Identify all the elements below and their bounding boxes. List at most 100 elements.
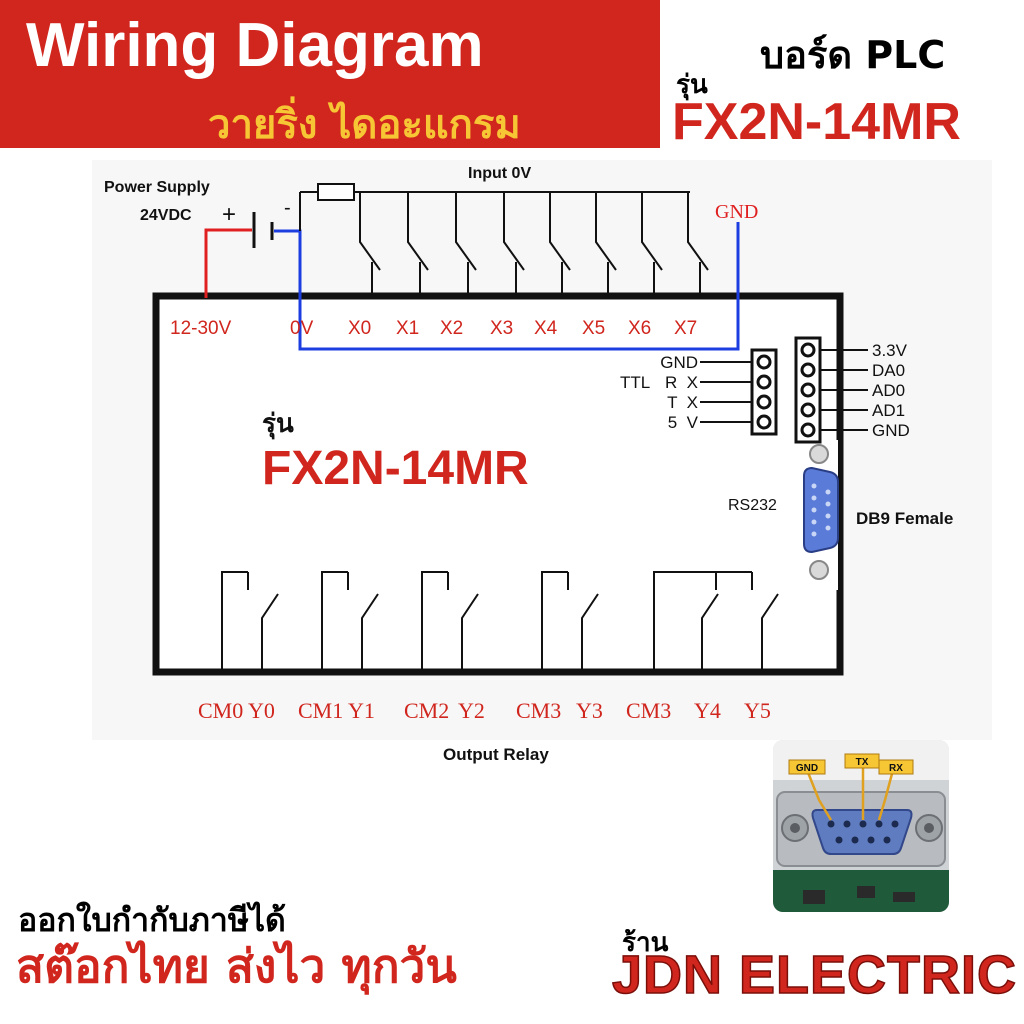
tax-invoice-note: ออกใบกำกับภาษีได้: [18, 901, 286, 939]
db9-screw-top: [809, 444, 829, 464]
output-terminal-label: Y4: [694, 698, 721, 723]
input-switch-x2: [455, 192, 477, 298]
output-relays: [221, 571, 779, 672]
rs232-label: RS232: [728, 497, 777, 514]
board-model: FX2N-14MR: [262, 442, 529, 495]
output-terminal-label: Y5: [744, 698, 771, 723]
adc-pin-label: 3.3V: [872, 341, 908, 360]
battery-minus-sign: -: [284, 197, 291, 219]
adc-pin: [800, 402, 816, 418]
terminal-label: X3: [490, 318, 513, 339]
db9-pin: [811, 531, 817, 537]
battery-plus-sign: +: [222, 201, 236, 228]
db9-pin: [811, 519, 817, 525]
adc-pin-label: AD0: [872, 381, 905, 400]
db9-screw-bottom: [809, 560, 829, 580]
adc-pin-label: DA0: [872, 361, 905, 380]
terminal-label: 12-30V: [170, 318, 232, 339]
input-resistor: [317, 183, 355, 201]
header-banner: Wiring Diagram วายริ่ง ไดอะแกรม: [0, 0, 660, 148]
db9-pin: [811, 495, 817, 501]
ttl-header: [750, 348, 778, 436]
shop-logo: JDN ELECTRIC: [611, 944, 1018, 1006]
ttl-leads: [700, 361, 752, 423]
negative-wire: [274, 222, 740, 351]
terminal-label: X1: [396, 318, 419, 339]
adc-pin: [800, 382, 816, 398]
photo-pin-tx: TX: [856, 757, 869, 768]
power-supply-label: Power Supply: [104, 179, 210, 196]
adc-pin-label: GND: [872, 421, 910, 440]
board-model-prefix: รุ่น: [262, 409, 294, 440]
input-switches: [359, 192, 709, 298]
adc-header-pins: [800, 342, 816, 438]
board-label: บอร์ด PLC: [760, 33, 946, 77]
output-terminal-label: CM1: [298, 698, 343, 723]
terminal-label: X2: [440, 318, 463, 339]
terminal-label: X5: [582, 318, 605, 339]
ttl-pin: [756, 354, 772, 370]
adc-pin-labels: 3.3V DA0 AD0 AD1 GND: [872, 341, 910, 440]
model-prefix: รุ่น: [676, 70, 708, 100]
db9-pin: [825, 489, 831, 495]
db9-pins: [811, 483, 831, 537]
ttl-pin-labels: GND R X T X 5 V: [660, 353, 698, 432]
page-subtitle: วายริ่ง ไดอะแกรม: [208, 102, 521, 148]
ttl-pin: [756, 374, 772, 390]
relay-contact-y2: [421, 571, 479, 672]
gnd-label: GND: [715, 201, 758, 223]
relay-contact-y3: [541, 571, 599, 672]
adc-header: [794, 336, 822, 444]
terminal-label: 0V: [290, 318, 314, 339]
output-terminal-label: Y2: [458, 698, 485, 723]
terminal-label: X4: [534, 318, 558, 339]
output-terminal-labels: CM0 Y0 CM1 Y1 CM2 Y2 CM3 Y3 CM3 Y4 Y5: [198, 698, 771, 723]
output-terminal-label: Y0: [248, 698, 275, 723]
relay-contact-y0: [221, 571, 279, 672]
ttl-pin-label: R X: [665, 373, 698, 392]
voltage-label: 24VDC: [140, 207, 192, 224]
terminal-label: X7: [674, 318, 697, 339]
db9-label: DB9 Female: [856, 509, 953, 528]
terminal-label: X0: [348, 318, 371, 339]
input-switch-x6: [641, 192, 663, 298]
ttl-pin-label: GND: [660, 353, 698, 372]
input-switch-x7: [687, 192, 709, 298]
db9-pin: [825, 501, 831, 507]
output-relay-label: Output Relay: [443, 745, 549, 764]
adc-pin: [800, 422, 816, 438]
connector-panel: [790, 440, 838, 590]
ttl-pin-label: 5 V: [668, 413, 699, 432]
db9-photo-illustration: GND TX RX: [773, 740, 949, 912]
input-switch-x4: [549, 192, 571, 298]
photo-pin-rx: RX: [889, 763, 903, 774]
db9-photo: GND TX RX: [773, 740, 949, 912]
positive-wire: [204, 228, 252, 298]
output-terminal-label: CM0: [198, 698, 243, 723]
relay-contact-y4-y5: [653, 571, 779, 672]
input-switch-x3: [503, 192, 525, 298]
output-terminal-label: Y3: [576, 698, 603, 723]
input-switch-x1: [407, 192, 429, 298]
adc-pin-label: AD1: [872, 401, 905, 420]
output-terminal-label: CM3: [626, 698, 671, 723]
input-switch-x5: [595, 192, 617, 298]
adc-pin: [800, 342, 816, 358]
relay-contact-y1: [321, 571, 379, 672]
model-name: FX2N-14MR: [672, 93, 961, 151]
db9-pin: [811, 483, 817, 489]
plc-board-outline: [152, 292, 844, 676]
footer-slogan: สต๊อกไทย ส่งไว ทุกวัน: [16, 939, 457, 993]
db9-connector: [803, 466, 839, 554]
db9-pin: [811, 507, 817, 513]
adc-pin: [800, 362, 816, 378]
db9-pin: [825, 513, 831, 519]
page-title: Wiring Diagram: [26, 11, 484, 80]
adc-leads: [820, 349, 868, 431]
input-switch-x0: [359, 192, 381, 298]
ttl-pin-label: T X: [667, 393, 698, 412]
photo-pin-gnd: GND: [796, 763, 818, 774]
input-common-label: Input 0V: [468, 165, 531, 182]
output-terminal-label: CM3: [516, 698, 561, 723]
ttl-header-pins: [756, 354, 772, 430]
